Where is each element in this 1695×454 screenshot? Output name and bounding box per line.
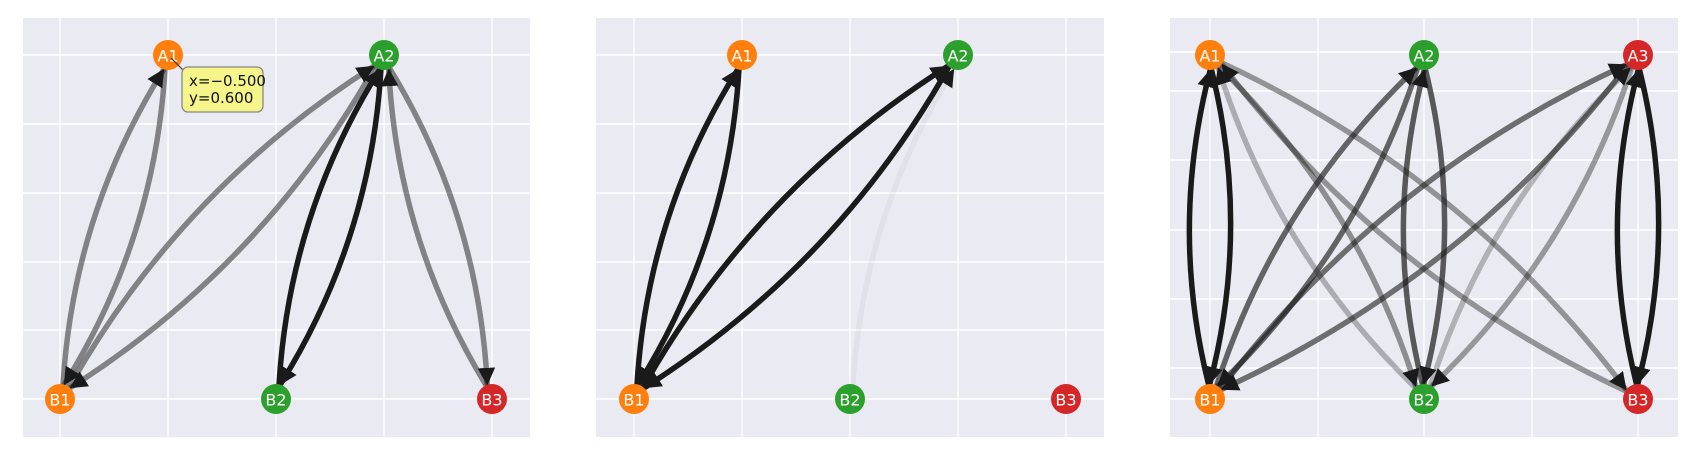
node-B1[interactable]: B1 xyxy=(619,384,649,414)
node-B1[interactable]: B1 xyxy=(1195,384,1225,414)
edge-B1-to-A1 xyxy=(1186,68,1215,393)
edge-B1-to-A2 xyxy=(637,63,950,396)
node-circle xyxy=(261,384,291,414)
edge-B3-to-A2 xyxy=(380,67,493,394)
node-label: A2 xyxy=(1413,47,1434,66)
edge-B1-to-A2 xyxy=(1212,65,1419,395)
edge-A2-to-B2 xyxy=(278,60,385,387)
node-A3[interactable]: A3 xyxy=(1623,40,1653,70)
node-label: B1 xyxy=(49,391,70,410)
node-circle xyxy=(943,40,973,70)
node-B3[interactable]: B3 xyxy=(1051,384,1081,414)
node-A1[interactable]: A1 xyxy=(727,40,757,70)
node-circle xyxy=(727,40,757,70)
edge-B1-to-A2 xyxy=(63,63,376,396)
edge-A1-to-B3 xyxy=(1214,57,1629,392)
node-label: B1 xyxy=(1199,391,1220,410)
edge-A1-to-B1 xyxy=(62,60,169,387)
edge-A3-to-B3 xyxy=(1633,61,1662,386)
node-circle xyxy=(1051,384,1081,414)
tooltip-y-value: y=0.600 xyxy=(189,89,253,107)
node-label: A1 xyxy=(1199,47,1220,66)
edge-A2-to-B1 xyxy=(642,58,955,391)
node-label: B2 xyxy=(1413,391,1434,410)
node-label: A3 xyxy=(1627,47,1648,66)
node-A2[interactable]: A2 xyxy=(1409,40,1439,70)
edge-B2-to-A1 xyxy=(1214,65,1422,395)
edge-B1-to-A3 xyxy=(1214,62,1629,397)
node-B2[interactable]: B2 xyxy=(1409,384,1439,414)
node-circle xyxy=(477,384,507,414)
node-B2[interactable]: B2 xyxy=(835,384,865,414)
edge-B2-to-A2 xyxy=(1400,68,1429,393)
edge-B3-to-A3 xyxy=(1614,68,1643,393)
node-B2[interactable]: B2 xyxy=(261,384,291,414)
edges xyxy=(59,58,496,396)
node-A1[interactable]: A1 xyxy=(1195,40,1225,70)
node-B1[interactable]: B1 xyxy=(45,384,75,414)
node-A2[interactable]: A2 xyxy=(369,40,399,70)
node-label: B3 xyxy=(1055,391,1076,410)
edge-B2-to-A2 xyxy=(275,67,382,394)
node-circle xyxy=(369,40,399,70)
edge-A2-to-B1 xyxy=(68,58,381,391)
edges xyxy=(633,58,956,396)
edge-A1-to-B2 xyxy=(1212,59,1420,389)
edge-B2-to-A2 xyxy=(849,67,956,394)
edge-A1-to-B1 xyxy=(636,60,743,387)
node-label: A2 xyxy=(373,47,394,66)
edge-B2-to-A3 xyxy=(1426,65,1633,395)
edge-B1-to-A1 xyxy=(59,67,166,394)
node-circle xyxy=(1623,40,1653,70)
node-circle xyxy=(1409,40,1439,70)
tooltip-box xyxy=(181,66,264,113)
edge-A3-to-B2 xyxy=(1429,59,1636,389)
node-circle xyxy=(1623,384,1653,414)
node-label: B2 xyxy=(839,391,860,410)
node-A2[interactable]: A2 xyxy=(943,40,973,70)
node-circle xyxy=(619,384,649,414)
edge-A3-to-B1 xyxy=(1219,57,1634,392)
tooltip-x-value: x=−0.500 xyxy=(189,72,266,90)
node-label: B2 xyxy=(265,391,286,410)
node-circle xyxy=(1409,384,1439,414)
node-circle xyxy=(45,384,75,414)
node-label: A2 xyxy=(947,47,968,66)
edges xyxy=(1186,57,1662,397)
edge-A1-to-B1 xyxy=(1205,61,1234,386)
node-label: B3 xyxy=(1627,391,1648,410)
node-label: A1 xyxy=(731,47,752,66)
node-B3[interactable]: B3 xyxy=(1623,384,1653,414)
node-B3[interactable]: B3 xyxy=(477,384,507,414)
edge-B3-to-A1 xyxy=(1219,62,1634,397)
edge-A2-to-B3 xyxy=(383,60,496,387)
node-circle xyxy=(1195,40,1225,70)
edge-A2-to-B2 xyxy=(1419,61,1448,386)
edge-B1-to-A1 xyxy=(633,67,740,394)
node-circle xyxy=(835,384,865,414)
node-label: B1 xyxy=(623,391,644,410)
tooltip-pointer xyxy=(170,57,184,71)
node-label: B3 xyxy=(481,391,502,410)
node-circle xyxy=(1195,384,1225,414)
